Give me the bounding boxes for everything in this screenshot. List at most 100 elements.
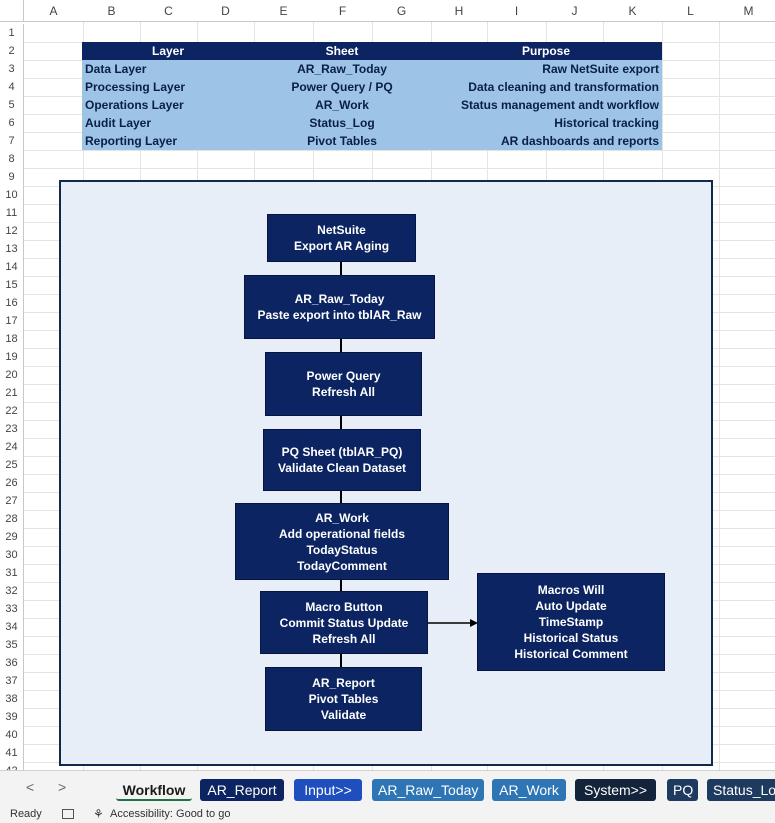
column-header-d[interactable]: D [197,0,254,22]
row-header-42[interactable]: 42 [0,762,24,770]
row-header-5[interactable]: 5 [0,96,24,114]
row-header-18[interactable]: 18 [0,330,24,348]
row-header-16[interactable]: 16 [0,294,24,312]
row-header-41[interactable]: 41 [0,744,24,762]
row-header-28[interactable]: 28 [0,510,24,528]
row-header-10[interactable]: 10 [0,186,24,204]
row-header-7[interactable]: 7 [0,132,24,150]
row-header-12[interactable]: 12 [0,222,24,240]
status-bar: Ready ⚘ Accessibility: Good to go [0,806,775,823]
row-header-31[interactable]: 31 [0,564,24,582]
row-header-32[interactable]: 32 [0,582,24,600]
row-header-26[interactable]: 26 [0,474,24,492]
row-header-11[interactable]: 11 [0,204,24,222]
row-header-22[interactable]: 22 [0,402,24,420]
flow-step-line: TodayStatus [306,542,378,557]
row-header-34[interactable]: 34 [0,618,24,636]
row-header-29[interactable]: 29 [0,528,24,546]
row-header-23[interactable]: 23 [0,420,24,438]
flow-step-4[interactable]: PQ Sheet (tblAR_PQ)Validate Clean Datase… [263,429,421,491]
column-header-a[interactable]: A [24,0,83,22]
row-header-21[interactable]: 21 [0,384,24,402]
select-all-corner[interactable] [0,0,24,22]
sheet-tab-status-lo[interactable]: Status_Lo [707,779,775,801]
accessibility-icon[interactable]: ⚘ [93,807,104,821]
column-header-c[interactable]: C [140,0,197,22]
table-header-row[interactable]: Layer Sheet Purpose [82,42,662,60]
accessibility-status[interactable]: Accessibility: Good to go [110,808,231,820]
column-header-l[interactable]: L [662,0,719,22]
flow-connector [340,339,342,352]
row-header-38[interactable]: 38 [0,690,24,708]
macros-info-line: Historical Status [523,631,619,645]
flow-step-line: Validate Clean Dataset [277,461,407,475]
column-header-h[interactable]: H [431,0,487,22]
row-header-27[interactable]: 27 [0,492,24,510]
row-header-13[interactable]: 13 [0,240,24,258]
sheet-tab-ar-report[interactable]: AR_Report [200,779,284,801]
column-header-e[interactable]: E [254,0,313,22]
flow-step-line: Refresh All [312,631,376,646]
sheet-tab-ar-raw-today[interactable]: AR_Raw_Today [372,779,484,801]
macros-info-line: Auto Update [535,599,607,613]
column-header-b[interactable]: B [83,0,140,22]
column-header-g[interactable]: G [372,0,431,22]
tab-prev-button[interactable]: < [26,779,35,795]
row-header-20[interactable]: 20 [0,366,24,384]
sheet-tab-workflow[interactable]: Workflow [116,779,192,801]
row-header-6[interactable]: 6 [0,114,24,132]
column-header-m[interactable]: M [719,0,775,22]
row-header-15[interactable]: 15 [0,276,24,294]
sheet-tab-ar-work[interactable]: AR_Work [492,779,566,801]
cell-purpose: Raw NetSuite export [542,62,659,76]
column-header-j[interactable]: J [546,0,603,22]
column-header-k[interactable]: K [603,0,662,22]
row-header-19[interactable]: 19 [0,348,24,366]
row-header-24[interactable]: 24 [0,438,24,456]
cell-sheet: AR_Raw_Today [297,62,387,76]
row-header-2[interactable]: 2 [0,42,24,60]
cell-sheet: Pivot Tables [307,134,377,148]
row-header-35[interactable]: 35 [0,636,24,654]
flow-step-line: Paste export into tblAR_Raw [257,308,422,322]
row-header-17[interactable]: 17 [0,312,24,330]
ready-status: Ready [10,808,42,820]
row-header-36[interactable]: 36 [0,654,24,672]
macro-record-icon[interactable] [62,809,74,819]
sheet-tab-input[interactable]: Input>> [294,779,362,801]
row-header-3[interactable]: 3 [0,60,24,78]
row-header-14[interactable]: 14 [0,258,24,276]
row-header-25[interactable]: 25 [0,456,24,474]
cell-sheet: Power Query / PQ [291,80,393,94]
row-header-30[interactable]: 30 [0,546,24,564]
grid-row-line [24,168,775,169]
row-header-1[interactable]: 1 [0,24,24,42]
sheet-tab-pq[interactable]: PQ [667,779,698,801]
column-header-f[interactable]: F [313,0,372,22]
sheet-tab-system[interactable]: System>> [575,779,656,801]
row-header-9[interactable]: 9 [0,168,24,186]
column-header-i[interactable]: I [487,0,546,22]
row-header-4[interactable]: 4 [0,78,24,96]
flow-step-line: Power Query [306,369,381,383]
row-header-37[interactable]: 37 [0,672,24,690]
flow-step-line: Refresh All [312,385,375,399]
tab-next-button[interactable]: > [58,779,67,795]
row-header-8[interactable]: 8 [0,150,24,168]
row-header-40[interactable]: 40 [0,726,24,744]
row-header-39[interactable]: 39 [0,708,24,726]
row-header-33[interactable]: 33 [0,600,24,618]
